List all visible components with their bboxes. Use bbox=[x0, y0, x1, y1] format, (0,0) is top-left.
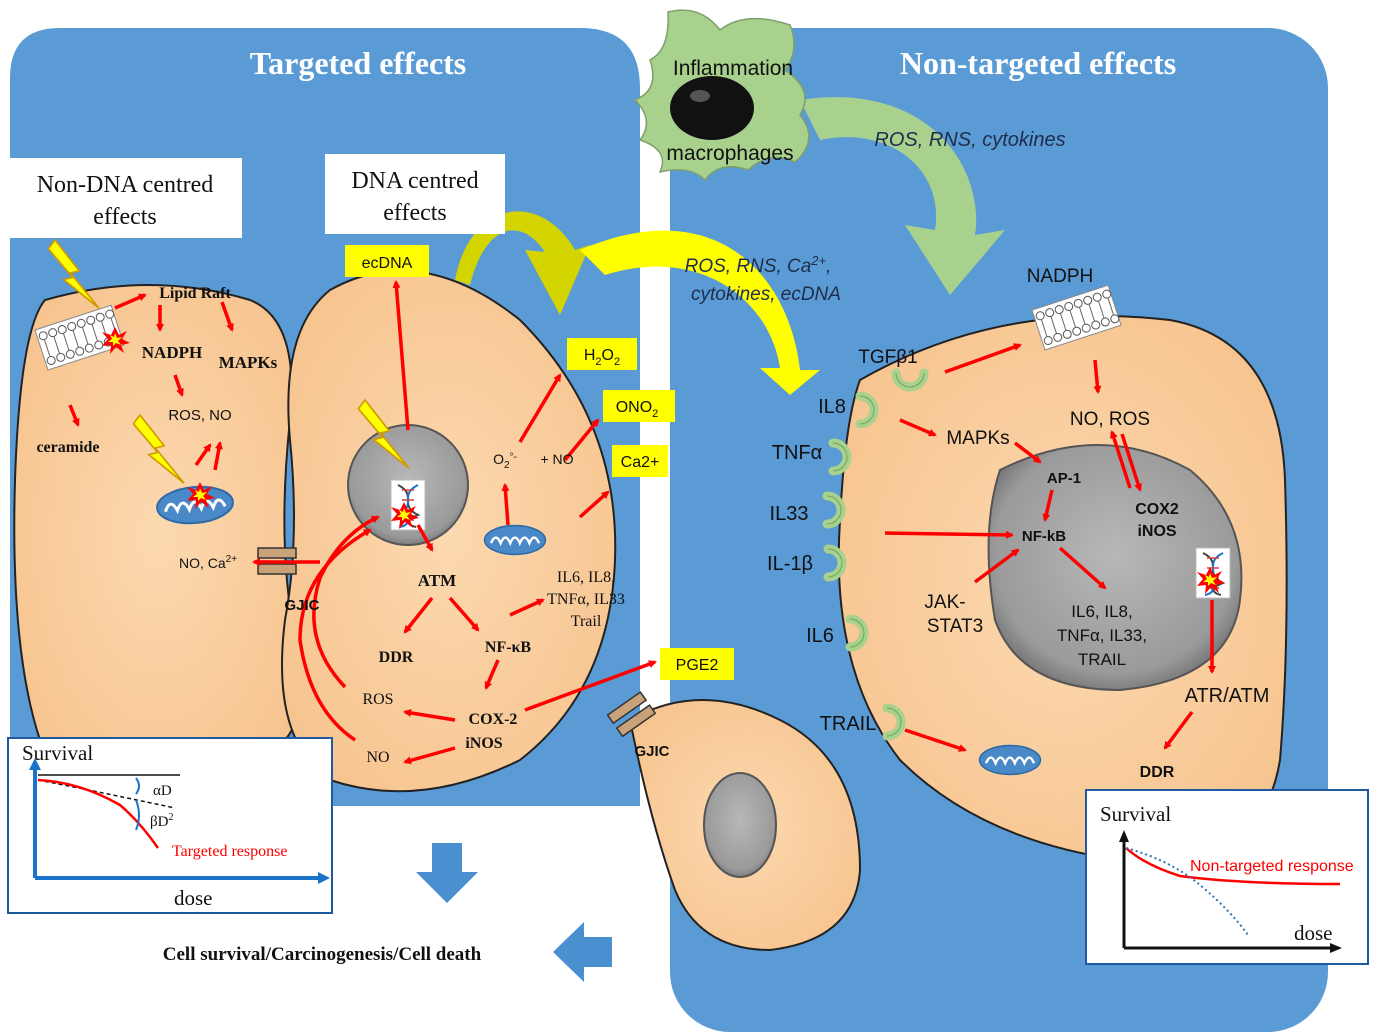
il8-receptor-label: IL8 bbox=[818, 396, 846, 418]
tgfb1-label: TGFβ1 bbox=[858, 347, 918, 368]
macrophage-signal-arrow bbox=[800, 97, 1005, 296]
ono2-box bbox=[603, 390, 675, 422]
ca2-box bbox=[612, 445, 668, 477]
gap-junction-left bbox=[257, 547, 297, 575]
gjic-right-label: GJIC bbox=[634, 743, 669, 760]
cytokines-right-line2: TNFα, IL33, bbox=[1057, 626, 1147, 645]
inos-right-label: iNOS bbox=[1137, 523, 1176, 540]
mitochondrion-middle bbox=[483, 524, 547, 556]
nadph-left-label: NADPH bbox=[142, 343, 202, 362]
ddr-right-label: DDR bbox=[1140, 764, 1175, 781]
left-graph-xlabel: dose bbox=[174, 886, 213, 910]
nadph-right-label: NADPH bbox=[1027, 266, 1094, 287]
jak-stat3-line2: STAT3 bbox=[927, 616, 983, 637]
right-cell-arrows bbox=[884, 343, 1216, 752]
mapks-right-label: MAPKs bbox=[946, 428, 1009, 449]
no-middle-label: NO bbox=[366, 749, 389, 766]
tnfa-receptor-label: TNFα bbox=[772, 442, 822, 464]
trail-receptor-label: TRAIL bbox=[820, 713, 877, 735]
ca2-label: Ca2+ bbox=[621, 454, 660, 471]
ros-no-left-label: ROS, NO bbox=[168, 407, 231, 424]
right-graph-ylabel: Survival bbox=[1100, 802, 1171, 826]
non-targeted-effects-title: Non-targeted effects bbox=[900, 45, 1176, 81]
middle-cell-arrows bbox=[298, 280, 657, 765]
targeted-effects-title: Targeted effects bbox=[250, 45, 467, 81]
dna-centred-line1: DNA centred bbox=[351, 168, 478, 194]
non-dna-centred-line2: effects bbox=[93, 204, 157, 230]
left-cell-arrows bbox=[68, 293, 320, 566]
atm-label: ATM bbox=[418, 571, 456, 590]
inflammation-label: Inflammation bbox=[673, 57, 793, 80]
jak-stat3-line1: JAK- bbox=[924, 592, 965, 613]
gap-junction-right bbox=[606, 691, 657, 738]
non-targeted-response-label: Non-targeted response bbox=[1190, 858, 1354, 875]
ceramide-label: ceramide bbox=[36, 439, 99, 456]
superoxide-label: O2°- bbox=[493, 451, 517, 471]
bystander-signals-line2: cytokines, ecDNA bbox=[691, 284, 841, 305]
small-cell-nucleus bbox=[703, 772, 777, 878]
left-arrow-icon bbox=[553, 922, 612, 982]
non-dna-centred-line1: Non-DNA centred bbox=[37, 172, 214, 198]
cytokines-right-line1: IL6, IL8, bbox=[1071, 602, 1132, 621]
il33-receptor-label: IL33 bbox=[770, 503, 809, 525]
inos-middle-label: iNOS bbox=[465, 735, 502, 752]
alpha-d-label: αD bbox=[153, 783, 172, 799]
atr-atm-label: ATR/ATM bbox=[1185, 685, 1270, 707]
bystander-signal-arrow bbox=[455, 211, 820, 395]
h2o2-box bbox=[567, 338, 637, 370]
macrophage-nucleus bbox=[670, 76, 754, 140]
ecdna-label: ecDNA bbox=[362, 255, 413, 272]
dna-centred-line2: effects bbox=[383, 200, 447, 226]
ap1-label: AP-1 bbox=[1047, 470, 1081, 487]
beta-d2-label: βD2 bbox=[150, 812, 173, 830]
gjic-left-label: GJIC bbox=[284, 597, 319, 614]
mitochondrion-right bbox=[978, 744, 1042, 776]
macrophages-label: macrophages bbox=[666, 142, 793, 165]
lipid-raft-label: Lipid Raft bbox=[159, 285, 231, 302]
ecdna-box bbox=[345, 245, 429, 277]
mapks-left-label: MAPKs bbox=[219, 353, 278, 372]
cytokines-right-line3: TRAIL bbox=[1078, 650, 1126, 669]
cox2-right-label: COX2 bbox=[1135, 501, 1179, 518]
il1b-receptor-label: IL-1β bbox=[767, 553, 813, 575]
macrophage-output-label: ROS, RNS, cytokines bbox=[874, 129, 1065, 151]
pge2-box bbox=[660, 648, 734, 680]
ros-middle-label: ROS bbox=[362, 691, 393, 708]
cytokines-middle-line1: IL6, IL8, bbox=[557, 569, 615, 586]
ddr-middle-label: DDR bbox=[379, 649, 414, 666]
bystander-signals-line1: ROS, RNS, Ca2+, bbox=[685, 253, 832, 277]
outcome-label: Cell survival/Carcinogenesis/Cell death bbox=[163, 944, 482, 965]
ono2-label: ONO2 bbox=[616, 399, 659, 420]
non-targeted-response-graph bbox=[1085, 789, 1369, 965]
targeted-response-label: Targeted response bbox=[172, 843, 287, 860]
non-dna-centred-box bbox=[4, 158, 242, 238]
h2o2-label: H2O2 bbox=[584, 347, 620, 368]
no-ca-label: NO, Ca2+ bbox=[179, 554, 237, 571]
pge2-label: PGE2 bbox=[676, 657, 719, 674]
left-graph-ylabel: Survival bbox=[22, 741, 93, 765]
nfkb-middle-label: NF-κB bbox=[485, 639, 532, 656]
no-ros-right-label: NO, ROS bbox=[1070, 409, 1150, 430]
nfkb-right-label: NF-kB bbox=[1022, 528, 1066, 545]
cytokines-middle-line2: TNFα, IL33 bbox=[547, 591, 625, 608]
cytokines-middle-line3: Trail bbox=[571, 613, 602, 630]
macrophage bbox=[633, 9, 810, 182]
down-arrow-icon bbox=[416, 843, 478, 903]
targeted-response-graph bbox=[7, 737, 333, 914]
dna-centred-box bbox=[325, 154, 505, 234]
il6-receptor-label: IL6 bbox=[806, 625, 834, 647]
cox2-middle-label: COX-2 bbox=[469, 711, 518, 728]
plus-no-label: + NO bbox=[540, 451, 573, 467]
right-graph-xlabel: dose bbox=[1294, 921, 1333, 945]
